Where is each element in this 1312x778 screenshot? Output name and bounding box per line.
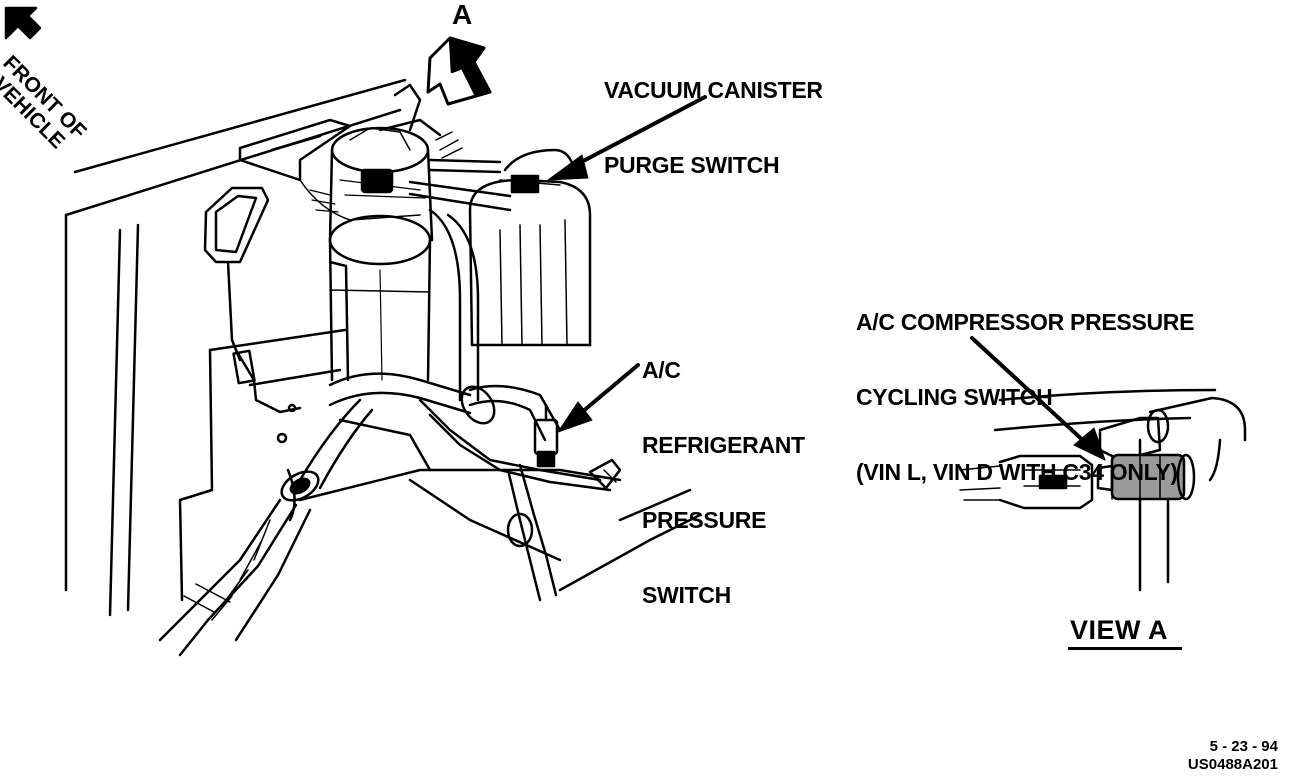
label-line: CYCLING SWITCH — [856, 384, 1053, 410]
vacuum-canister — [299, 126, 434, 382]
connecting-tubes — [408, 131, 512, 402]
refrigerant-pressure-switch-label: A/C REFRIGERANT PRESSURE SWITCH — [642, 308, 805, 633]
canister-bracket — [238, 83, 442, 182]
accumulator — [468, 148, 592, 347]
front-direction-arrow — [4, 6, 42, 40]
view-a-title: VIEW A — [1070, 615, 1169, 645]
label-line: VACUUM CANISTER — [604, 77, 823, 103]
vacuum-canister-purge-switch-label: VACUUM CANISTER PURGE SWITCH — [604, 28, 823, 203]
refrigerant-hoses — [280, 372, 612, 602]
body-panels — [64, 78, 702, 617]
date-code: 5 - 23 - 94 — [1209, 738, 1278, 755]
view-a-pointer-arrow — [426, 36, 492, 106]
label-line: REFRIGERANT — [642, 432, 805, 458]
leader-arrows — [547, 95, 1106, 461]
wiring-harness — [158, 498, 312, 657]
view-a-marker: A — [452, 0, 472, 30]
label-line: (VIN L, VIN D WITH C34 ONLY) — [856, 459, 1178, 485]
figure-code: US0488A201 — [1187, 756, 1278, 773]
view-a-detail — [959, 388, 1247, 592]
compressor-cycling-switch-label: A/C COMPRESSOR PRESSURE CYCLING SWITCH (… — [856, 260, 1194, 510]
label-line: SWITCH — [642, 582, 731, 608]
hanger-loop — [203, 186, 302, 414]
label-line: PRESSURE — [642, 507, 767, 533]
label-line: A/C — [642, 357, 681, 383]
label-line: A/C COMPRESSOR PRESSURE — [856, 309, 1195, 335]
label-line: PURGE SWITCH — [604, 152, 780, 178]
refrigerant-switch-fitting — [533, 403, 622, 491]
view-a-underline — [1068, 647, 1182, 650]
